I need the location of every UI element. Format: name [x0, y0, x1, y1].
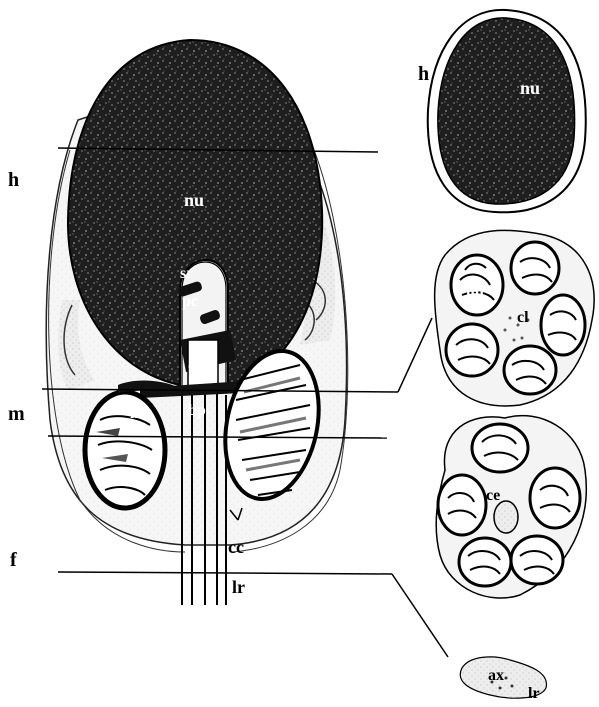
label-m-side: m	[8, 403, 25, 425]
label-h-section: h	[418, 63, 429, 85]
mito-section-3	[541, 295, 585, 355]
connector-m	[398, 318, 432, 392]
label-ce-section: ce	[486, 487, 500, 504]
section-midpiece-lower	[436, 416, 586, 598]
mitochondrion-left	[85, 392, 165, 508]
label-nu-main: nu	[184, 190, 204, 210]
cytoplasmic-canal-section	[494, 501, 518, 533]
label-lr-main: lr	[232, 577, 245, 597]
label-mt-main: mt	[130, 405, 149, 422]
section-line-f	[58, 572, 392, 574]
mito-lower-2	[530, 468, 580, 528]
mito-section-4	[504, 346, 556, 394]
label-h-side: h	[8, 169, 19, 191]
mito-lower-5	[438, 475, 486, 535]
label-bp: bp	[188, 402, 206, 419]
label-dc: dc	[188, 357, 204, 374]
mito-section-5	[446, 324, 498, 376]
connector-f	[392, 574, 448, 657]
longitudinal-section	[46, 40, 348, 605]
section-midpiece	[435, 230, 594, 406]
label-mt-section: mt	[466, 285, 485, 302]
mito-lower-3	[511, 536, 563, 584]
label-f-side: f	[10, 549, 17, 571]
mito-section-2	[511, 242, 559, 294]
label-lr-section: lr	[528, 685, 540, 702]
label-pc: pc	[182, 293, 198, 310]
label-ax-section: ax	[488, 667, 504, 684]
mito-lower-4	[459, 538, 511, 586]
mito-lower-1	[472, 424, 528, 472]
label-cc-main: cc	[228, 537, 244, 557]
label-sr: sr	[180, 265, 193, 282]
section-head	[428, 10, 586, 212]
label-cl-section: cl	[517, 309, 529, 326]
label-nu-section: nu	[520, 78, 540, 98]
